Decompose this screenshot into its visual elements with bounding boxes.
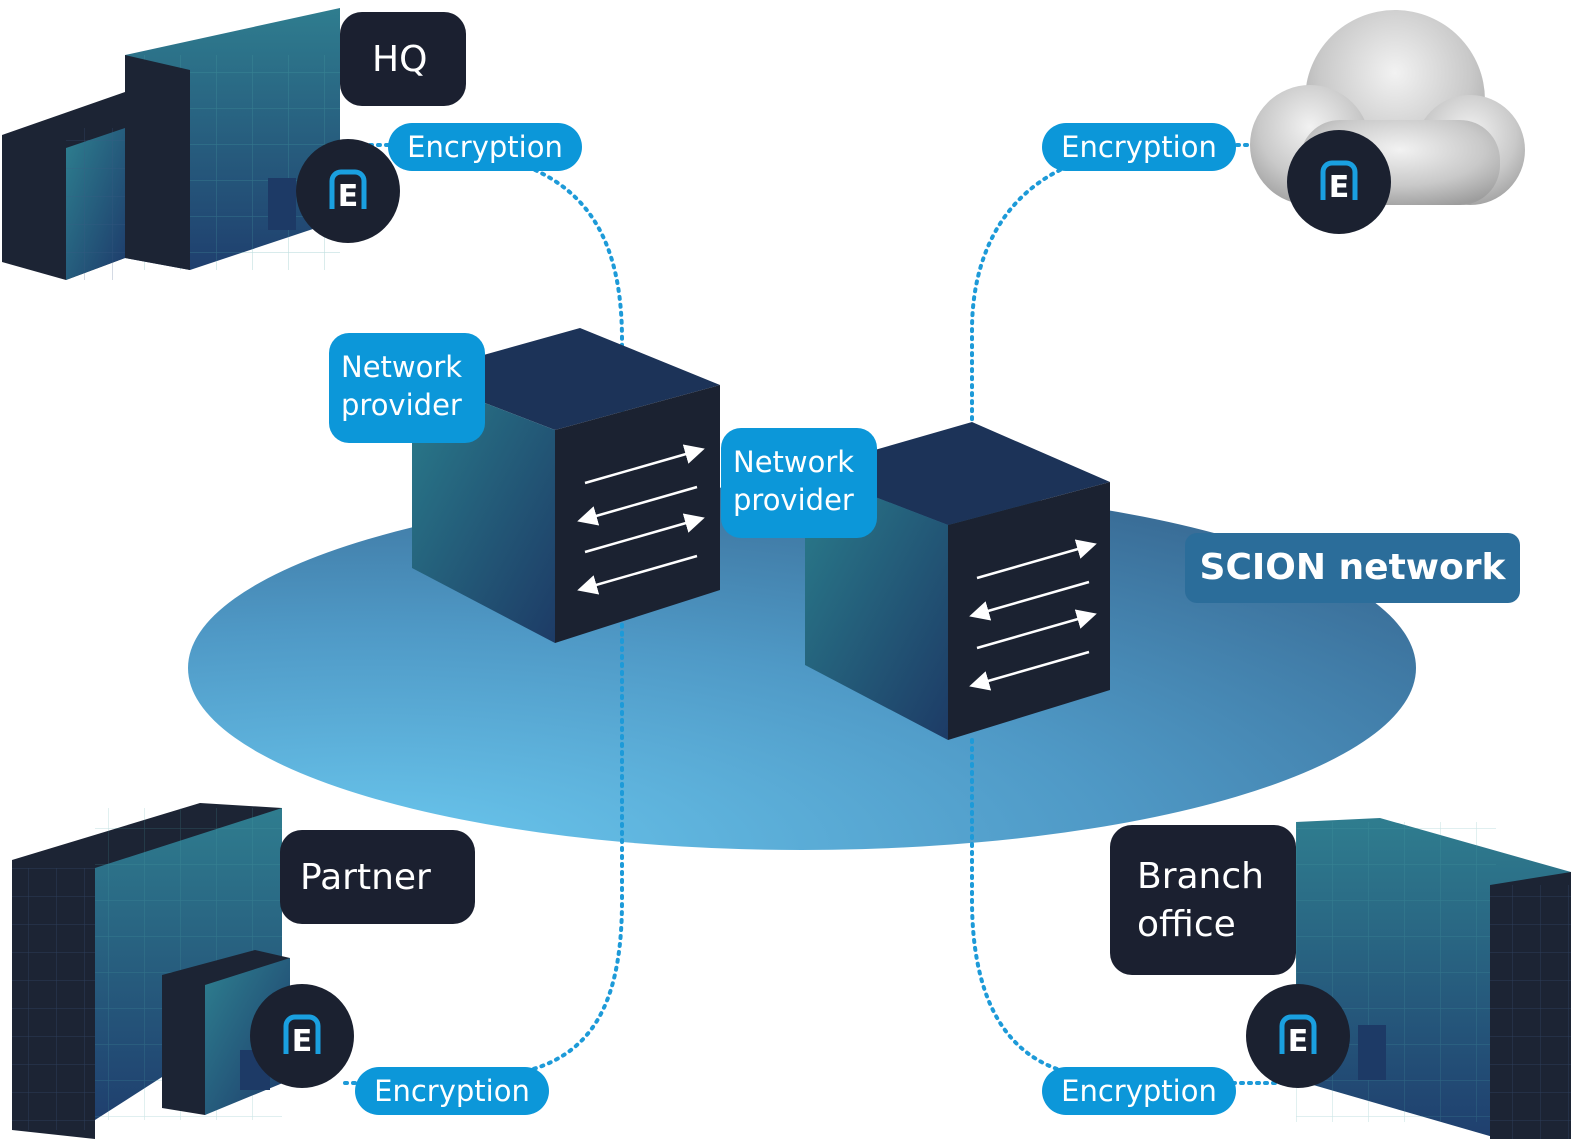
partner-building — [12, 803, 290, 1139]
connection-hq — [368, 143, 624, 642]
e-logo-icon: E — [1320, 160, 1358, 205]
branch-office-label-line2: office — [1137, 904, 1236, 945]
svg-text:E: E — [1329, 170, 1350, 205]
hq-building — [2, 8, 340, 280]
encryption-label-hq-text: Encryption — [407, 130, 563, 164]
scion-network-label-text: SCION network — [1199, 547, 1506, 588]
e-badge-branch: E — [1246, 984, 1350, 1088]
network-provider-label-1: Network provider — [329, 333, 485, 443]
svg-text:E: E — [1288, 1024, 1309, 1059]
e-logo-icon: E — [329, 169, 367, 214]
partner-label-text: Partner — [300, 857, 431, 898]
e-logo-icon: E — [283, 1014, 321, 1059]
encryption-label-cloud-text: Encryption — [1061, 130, 1217, 164]
connection-cloud — [970, 143, 1292, 427]
network-provider-1-line2: provider — [341, 388, 462, 422]
svg-text:E: E — [292, 1024, 313, 1059]
connection-partner — [343, 638, 624, 1085]
scion-network-label: SCION network — [1185, 533, 1520, 603]
branch-office-label: Branch office — [1110, 825, 1296, 975]
encryption-label-hq: Encryption — [388, 123, 582, 171]
hq-label: HQ — [340, 12, 466, 106]
e-badge-hq: E — [296, 139, 400, 243]
encryption-label-branch-text: Encryption — [1061, 1074, 1217, 1108]
server-cube-1 — [412, 328, 720, 643]
encryption-label-cloud: Encryption — [1042, 123, 1236, 171]
e-badge-partner: E — [250, 984, 354, 1088]
encryption-label-partner: Encryption — [355, 1067, 549, 1115]
network-provider-1-line1: Network — [341, 350, 463, 384]
network-provider-label-2: Network provider — [721, 428, 877, 538]
connection-lines — [343, 143, 1382, 1085]
branch-office-label-line1: Branch — [1137, 856, 1264, 897]
network-provider-2-line1: Network — [733, 445, 855, 479]
branch-building — [1296, 818, 1571, 1139]
encryption-label-branch: Encryption — [1042, 1067, 1236, 1115]
partner-label: Partner — [280, 830, 475, 924]
svg-text:E: E — [338, 179, 359, 214]
e-logo-icon: E — [1279, 1014, 1317, 1059]
hq-label-text: HQ — [372, 39, 428, 80]
e-badge-cloud: E — [1287, 130, 1391, 234]
encryption-label-partner-text: Encryption — [374, 1074, 530, 1108]
network-provider-2-line2: provider — [733, 483, 854, 517]
